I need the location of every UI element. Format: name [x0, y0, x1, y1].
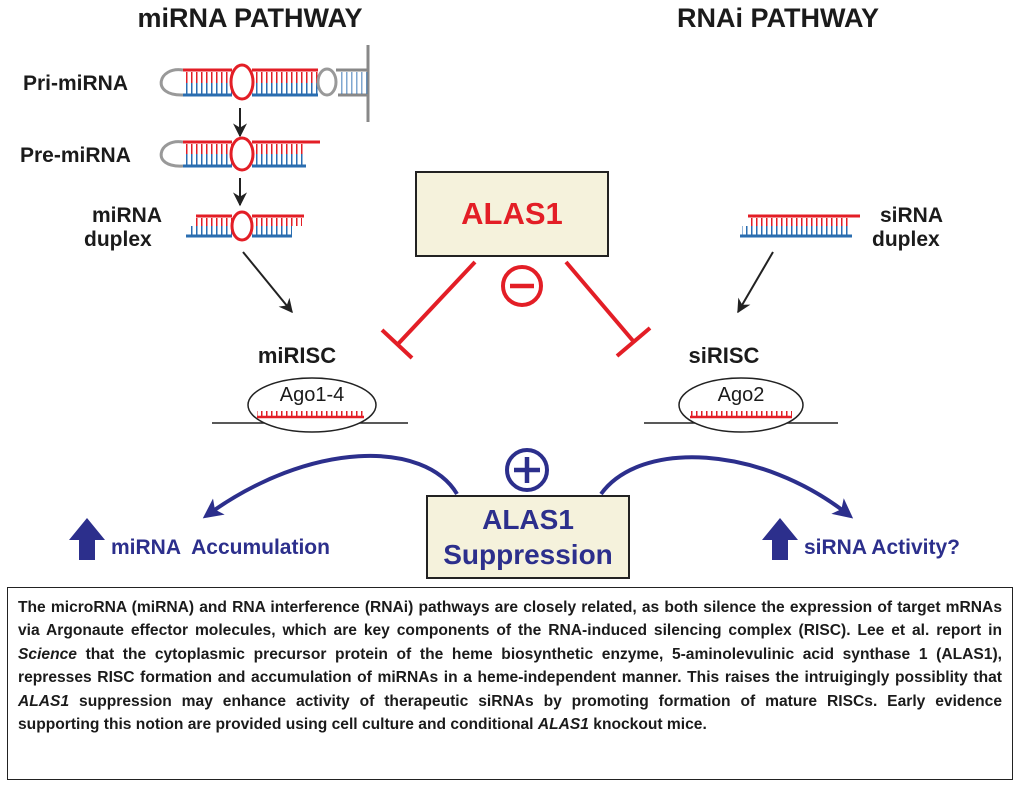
alas1-suppression-box: [426, 495, 630, 579]
arrow-to-mirna-accumulation: [202, 453, 459, 519]
sirisc-label: siRISC: [689, 343, 760, 368]
mirna-duplex-label-line2: duplex: [84, 228, 152, 251]
ago1-4-label: Ago1-4: [280, 384, 345, 406]
inhibition-to-mirisc: [380, 260, 477, 360]
pre-mirna-structure: [159, 136, 320, 172]
sirna-duplex-structure: [740, 214, 860, 238]
arrow-duplex-to-sirisc: [737, 251, 774, 314]
minus-sign-icon: [501, 265, 543, 307]
arrow-duplex-to-mirisc: [242, 251, 293, 314]
arrow-to-sirna-activity: [599, 455, 854, 519]
mirna-duplex-label-line1: miRNA: [92, 204, 162, 227]
caption-part-3: suppression may enhance activity of ther…: [18, 692, 1002, 734]
sirna-up-arrow-icon: [762, 518, 798, 560]
caption-part-2: that the cytoplasmic precursor protein o…: [18, 645, 1002, 687]
caption-journal: Science: [18, 645, 77, 663]
pathway-diagram: miRNA PATHWAY RNAi PATHWAY Pri-miRNA Pre…: [20, 3, 960, 579]
mirna-duplex-structure: [186, 210, 304, 242]
caption-gene-2: ALAS1: [537, 716, 589, 734]
sirna-duplex-label-line1: siRNA: [880, 204, 943, 227]
inhibition-to-sirisc: [564, 260, 652, 358]
alas1-suppression-line1: ALAS1: [482, 504, 574, 535]
mirisc-label: miRISC: [258, 343, 336, 368]
sirna-activity-label: siRNA Activity?: [804, 536, 960, 559]
mirisc-guide-strand: [257, 411, 364, 419]
pre-mirna-label: Pre-miRNA: [20, 144, 131, 167]
mirna-accumulation-label: miRNA Accumulation: [111, 536, 330, 559]
pri-mirna-structure: [159, 45, 370, 122]
alas1-box: [415, 171, 609, 257]
ago1-4-complex: [247, 377, 377, 433]
rnai-pathway-heading: RNAi PATHWAY: [677, 3, 879, 33]
ago2-label: Ago2: [718, 384, 765, 406]
caption-part-4: knockout mice.: [588, 716, 707, 734]
caption-text: The microRNA (miRNA) and RNA interferenc…: [18, 596, 1002, 736]
caption-part-1: The microRNA (miRNA) and RNA interferenc…: [18, 599, 1002, 640]
caption-box: The microRNA (miRNA) and RNA interferenc…: [7, 587, 1013, 780]
mirna-pathway-heading: miRNA PATHWAY: [137, 3, 362, 33]
sirisc-guide-strand: [690, 411, 792, 419]
alas1-box-label: ALAS1: [461, 196, 563, 231]
caption-gene-1: ALAS1: [18, 692, 70, 710]
mirna-up-arrow-icon: [69, 518, 105, 560]
plus-sign-icon: [505, 448, 549, 492]
alas1-suppression-line2: Suppression: [443, 539, 613, 570]
ago2-complex: [678, 377, 804, 433]
pri-mirna-label: Pri-miRNA: [23, 72, 128, 95]
sirna-duplex-label-line2: duplex: [872, 228, 940, 251]
